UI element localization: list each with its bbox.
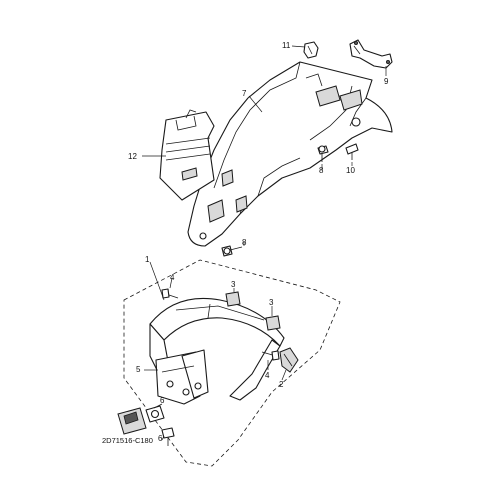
callout-1: 1 [145, 255, 150, 264]
callout-4-left: 4 [170, 273, 175, 282]
bracket-part-9 [349, 39, 393, 69]
callout-11: 11 [282, 41, 291, 50]
front-direction-tag [117, 407, 147, 435]
pad-part-3-right [265, 315, 281, 331]
bolt-part-8-lower [221, 245, 243, 257]
callout-9: 9 [384, 77, 389, 86]
bolt-part-6-upper [145, 405, 165, 423]
callout-10: 10 [346, 166, 355, 175]
callout-6-upper: 6 [160, 396, 165, 405]
callout-3-right: 3 [269, 298, 274, 307]
callout-3-left: 3 [231, 280, 236, 289]
diagram-code: 2D71516-C180 [102, 436, 153, 445]
bolt-part-8-upper [317, 145, 329, 162]
flap-part-12 [159, 109, 215, 201]
pad-part-3-left [225, 291, 241, 307]
callout-5: 5 [136, 365, 141, 374]
callout-7: 7 [242, 89, 247, 98]
rear-fender [187, 61, 393, 247]
callout-6-lower: 6 [158, 434, 163, 443]
callout-8-upper: 8 [319, 166, 324, 175]
bolt-part-6-lower [161, 427, 175, 446]
callout-12: 12 [128, 152, 137, 161]
clip-part-11 [303, 41, 319, 59]
stay-part-5 [155, 349, 209, 405]
callout-4-right: 4 [265, 371, 270, 380]
callout-8-lower: 8 [242, 238, 247, 247]
bolt-part-10 [345, 143, 359, 160]
emblem-part-2 [279, 347, 299, 373]
bolt-part-4-left [161, 288, 179, 299]
leader-lines [142, 45, 387, 441]
bolt-part-4-right [261, 350, 280, 361]
callout-2: 2 [279, 380, 284, 389]
